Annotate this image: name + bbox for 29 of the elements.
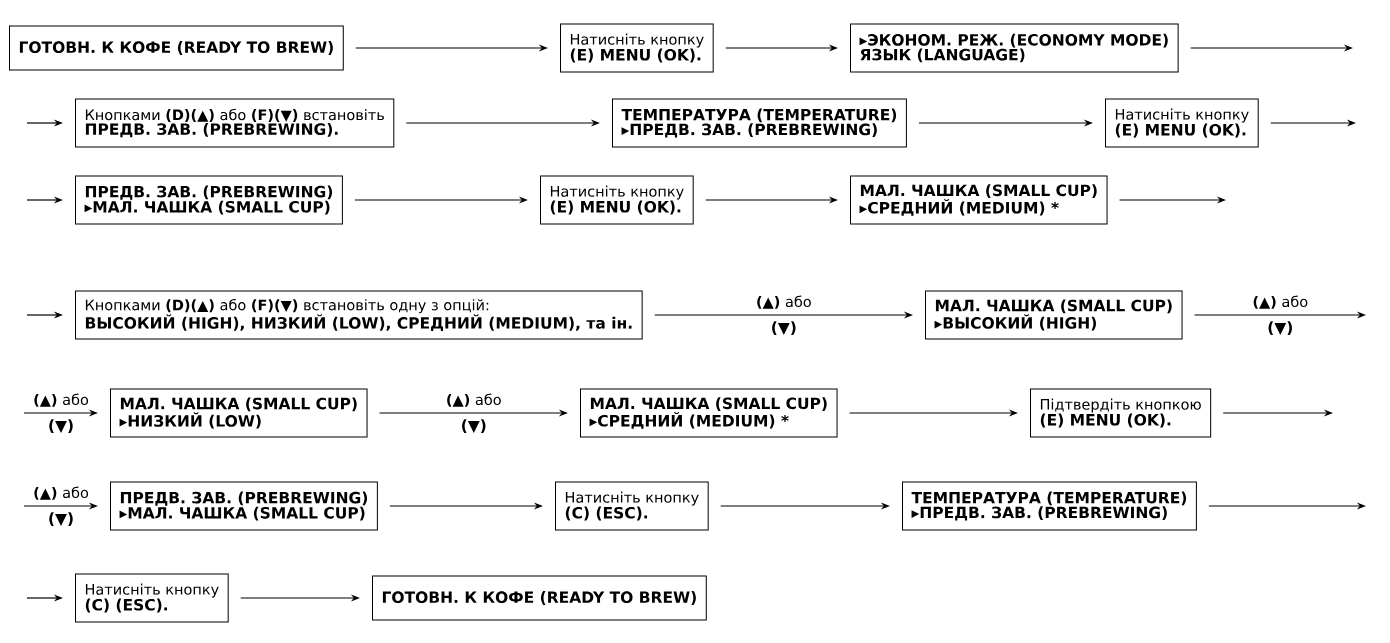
edge-label: (▲) або: [754, 294, 813, 310]
menu-display-box: ПРЕДВ. ЗАВ. (PREBREWING) ▸МАЛ. ЧАШКА (SMALL CUP): [110, 481, 378, 531]
instruction-box: Кнопками (D)(▲) або (F)(▼) встановіть одну з опцій: ВЫСОКИЙ (HIGH), НИЗКИЙ (LOW), СРЕДНИЙ (MEDIUM), та ін.: [75, 290, 643, 340]
instruction-box: Натисніть кнопку (E) MENU (OK).: [540, 175, 694, 225]
menu-display-box: ТЕМПЕРАТУРА (TEMPERATURE) ▸ПРЕДВ. ЗАВ. (PREBREWING): [902, 481, 1197, 531]
instruction-box: Натисніть кнопку (E) MENU (OK).: [560, 23, 714, 73]
menu-display-box: МАЛ. ЧАШКА (SMALL CUP) ▸ВЫСОКИЙ (HIGH): [925, 290, 1183, 340]
key-symbol-label: (▼): [459, 418, 488, 434]
edge-label: (▲) або: [1251, 294, 1310, 310]
menu-display-box: ГОТОВН. К КОФЕ (READY TO BREW): [372, 575, 707, 621]
edge-label: (▲) або: [32, 392, 90, 408]
edge-label: (▲) або: [32, 485, 90, 501]
instruction-box: Натисніть кнопку (E) MENU (OK).: [1105, 98, 1259, 148]
instruction-box: Підтвердіть кнопкою (E) MENU (OK).: [1030, 388, 1212, 438]
menu-display-box: ▸ЭКОНОМ. РЕЖ. (ECONOMY MODE) ЯЗЫК (LANGUAGE): [850, 23, 1179, 73]
menu-display-box: МАЛ. ЧАШКА (SMALL CUP) ▸СРЕДНИЙ (MEDIUM) *: [850, 175, 1108, 225]
key-symbol-label: (▼): [46, 511, 76, 527]
key-symbol-label: (▼): [46, 418, 76, 434]
menu-display-box: ГОТОВН. К КОФЕ (READY TO BREW): [9, 25, 344, 71]
menu-display-box: МАЛ. ЧАШКА (SMALL CUP) ▸НИЗКИЙ (LOW): [110, 388, 368, 438]
instruction-box: Натисніть кнопку (C) (ESC).: [555, 481, 709, 531]
instruction-box: Натисніть кнопку (C) (ESC).: [75, 573, 229, 623]
key-symbol-label: (▼): [769, 320, 798, 336]
key-symbol-label: (▼): [1266, 320, 1295, 336]
instruction-box: Кнопками (D)(▲) або (F)(▼) встановіть ПРЕДВ. ЗАВ. (PREBREWING).: [75, 98, 395, 148]
menu-display-box: МАЛ. ЧАШКА (SMALL CUP) ▸СРЕДНИЙ (MEDIUM) *: [580, 388, 838, 438]
edge-label: (▲) або: [444, 392, 503, 408]
menu-display-box: ПРЕДВ. ЗАВ. (PREBREWING) ▸МАЛ. ЧАШКА (SMALL CUP): [75, 175, 343, 225]
menu-display-box: ТЕМПЕРАТУРА (TEMPERATURE) ▸ПРЕДВ. ЗАВ. (PREBREWING): [612, 98, 907, 148]
